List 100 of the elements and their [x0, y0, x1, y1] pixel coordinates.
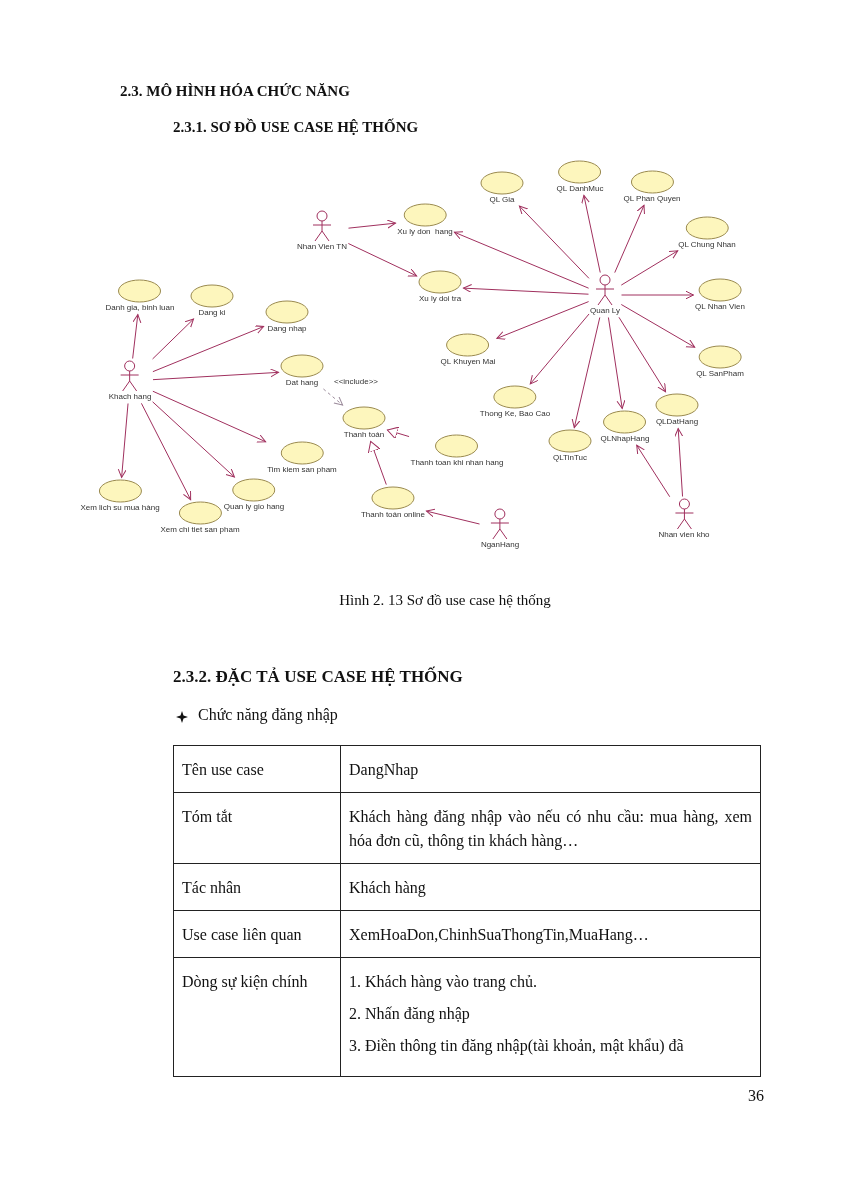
- actor-name: Khach hang: [108, 392, 152, 402]
- edge-label: <<include>>: [333, 376, 379, 386]
- use-case: [360, 486, 426, 520]
- use-case-name: Xem chi tiet san pham: [160, 525, 240, 535]
- use-case: [678, 216, 736, 250]
- use-case: [418, 270, 462, 304]
- use-case-name: Xu ly don hang: [397, 227, 453, 237]
- arrow: [496, 301, 590, 340]
- use-case-name: QLNhapHang: [600, 434, 650, 444]
- arrow: [322, 388, 344, 406]
- use-case: [280, 354, 324, 388]
- actor-name: Nhan vien kho: [658, 530, 710, 540]
- arrow: [620, 250, 679, 286]
- use-case-name: Tim kiem san pham: [267, 465, 337, 475]
- row-heading: Dòng sự kiện chính: [182, 972, 309, 993]
- row-heading: Use case liên quan: [182, 925, 303, 946]
- arrow: [518, 205, 590, 279]
- arrow: [386, 426, 410, 440]
- use-case: [105, 279, 175, 313]
- use-case-name: QL Gia: [489, 195, 515, 205]
- row-heading: Tên use case: [182, 760, 265, 780]
- arrow: [152, 325, 265, 373]
- arrow: [152, 390, 267, 443]
- list-item: 3. Điền thông tin đăng nhập(tài khoản, mật khẩu) đã: [349, 1036, 685, 1057]
- use-case: [655, 393, 699, 427]
- arrow: [618, 316, 667, 393]
- use-case: [397, 203, 453, 237]
- arrow: [367, 440, 387, 486]
- arrow: [463, 284, 589, 295]
- row-value: Khách hàng: [349, 878, 427, 899]
- section-heading: 2.3. MÔ HÌNH HÓA CHỨC NĂNG: [120, 83, 350, 100]
- arrow: [636, 444, 671, 498]
- arrow: [453, 231, 590, 289]
- use-case: [479, 385, 551, 419]
- row-heading: Tóm tắt: [182, 807, 234, 827]
- use-case: [696, 345, 744, 379]
- actor-name: Nhan Vien TN: [297, 242, 347, 252]
- arrow: [152, 318, 194, 360]
- use-case: [623, 170, 681, 204]
- use-case: [80, 479, 160, 513]
- use-case-name: QL Nhan Vien: [695, 302, 745, 312]
- subsection-heading: 2.3.1. SƠ ĐỒ USE CASE HỆ THỐNG: [173, 119, 419, 136]
- use-case-name: QL Khuyen Mai: [440, 357, 496, 367]
- use-case: [556, 160, 604, 194]
- use-case-name: Xem lich su mua hàng: [80, 503, 160, 513]
- actor-name: NganHang: [480, 540, 520, 550]
- list-item: 1. Khách hàng vào trang chủ.: [349, 972, 538, 993]
- use-case: [548, 429, 592, 463]
- use-case-name: QLTinTuc: [553, 453, 587, 463]
- actor-figure: [297, 210, 347, 252]
- arrow: [614, 204, 645, 274]
- use-case-name: Quan ly gio hang: [223, 502, 285, 512]
- arrow: [425, 508, 481, 525]
- use-case: [265, 300, 309, 334]
- use-case-name: Dang ki: [198, 308, 226, 318]
- arrow: [674, 428, 684, 497]
- use-case-name: Thong Ke, Bao Cao: [479, 409, 551, 419]
- use-case-name: QL Phan Quyen: [623, 194, 681, 204]
- actor-name: Quan Ly: [590, 306, 620, 316]
- arrow: [607, 317, 626, 409]
- arrow: [152, 368, 279, 381]
- use-case-name: Xu ly doi tra: [418, 294, 462, 304]
- row-value: Khách hàng đăng nhập vào nếu có nhu cầu: mua hàng, xem hóa đơn cũ, thông tin khách hàng…: [349, 807, 752, 852]
- use-case-name: Danh gia, binh luan: [105, 303, 175, 313]
- actor-figure: [108, 360, 152, 402]
- use-case: [410, 434, 504, 468]
- subsection-heading: 2.3.2. ĐẶC TẢ USE CASE HỆ THỐNG: [173, 667, 463, 687]
- arrow: [347, 243, 418, 277]
- use-case: [440, 333, 496, 367]
- use-case: [695, 278, 745, 312]
- use-case-name: Thanh toán: [343, 430, 385, 440]
- arrow: [571, 316, 601, 429]
- row-heading: Tác nhân: [182, 878, 243, 898]
- actor-figure: [658, 498, 710, 540]
- bullet-text: Chức năng đăng nhập: [198, 706, 338, 724]
- row-value: DangNhap: [349, 760, 420, 781]
- arrow: [140, 402, 192, 501]
- row-value: XemHoaDon,ChinhSuaThongTin,MuaHang…: [349, 925, 650, 946]
- arrow: [529, 313, 590, 385]
- use-case-name: QL DanhMuc: [556, 184, 604, 194]
- use-case-name: QL Chung Nhan: [678, 240, 736, 250]
- use-case: [480, 171, 524, 205]
- list-item: 2. Nhấn đăng nhập: [349, 1004, 471, 1025]
- use-case: [190, 284, 234, 318]
- arrow: [348, 219, 396, 229]
- use-case: [223, 478, 285, 512]
- use-case-name: Dang nhap: [267, 324, 307, 334]
- arrow: [620, 304, 696, 348]
- page-number: 36: [748, 1087, 764, 1105]
- use-case-name: QLDatHang: [655, 417, 699, 427]
- arrow: [581, 194, 601, 274]
- use-case: [342, 406, 386, 440]
- arrow: [117, 403, 129, 478]
- arrow: [152, 401, 235, 478]
- use-case-name: QL SanPham: [696, 369, 744, 379]
- use-case-name: Thanh toán online: [360, 510, 426, 520]
- use-case: [600, 410, 650, 444]
- figure-caption: Hình 2. 13 Sơ đồ use case hệ thống: [338, 592, 552, 609]
- use-case-name: Thanh toan khi nhan hang: [410, 458, 504, 468]
- use-case-name: Dat hang: [285, 378, 319, 388]
